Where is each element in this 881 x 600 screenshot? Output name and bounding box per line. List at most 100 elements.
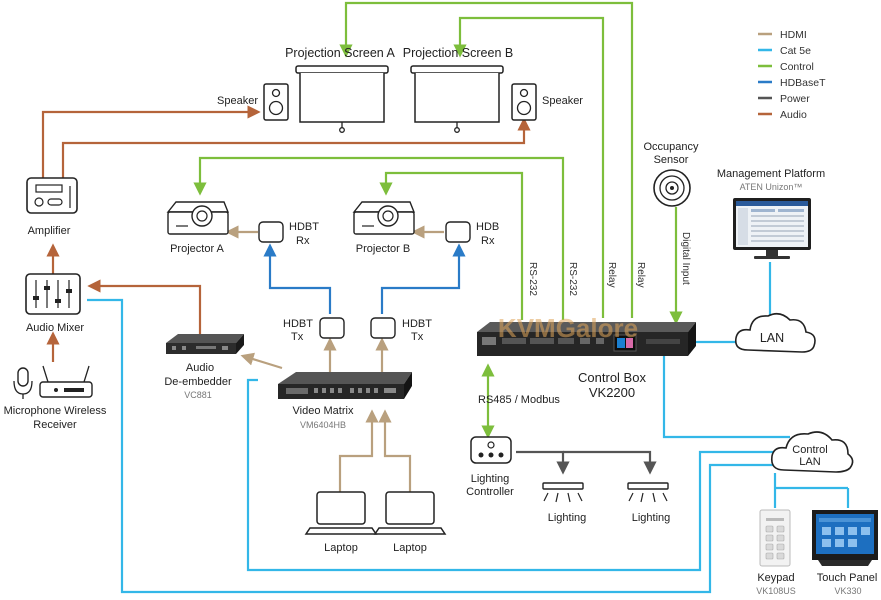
keypad-device	[759, 509, 791, 567]
digital-input-label: Digital Input	[680, 232, 691, 285]
relay-to-screen-b	[453, 16, 605, 318]
hdbt-rx-a-label-1: HDBT	[289, 221, 319, 233]
audio-amp-to-speaker-right	[61, 117, 531, 178]
video-matrix-device	[278, 372, 412, 399]
hdbt-tx-b-label-1: HDBT	[402, 318, 432, 330]
touch-panel-device	[812, 510, 878, 566]
legend-label-control: Control	[780, 61, 814, 73]
legend-label-hdbaset: HDBaseT	[780, 77, 826, 89]
cat5e-lines	[87, 262, 850, 594]
occupancy-label-1: Occupancy	[643, 141, 699, 153]
legend-label-power: Power	[780, 93, 810, 105]
hdbt-rx-a-label-2: Rx	[296, 235, 310, 247]
projector-a-icon	[166, 201, 230, 235]
hdbt-tx-a-label-2: Tx	[291, 331, 304, 343]
control-box-label-2: VK2200	[589, 385, 635, 400]
deembedder-model: VC881	[184, 390, 212, 400]
cat5e-control-lan-to-panels	[773, 473, 850, 508]
hdbt-tx-b-box	[370, 317, 396, 339]
control-box-label-1: Control Box	[578, 370, 646, 385]
rs485-label: RS485 / Modbus	[478, 394, 560, 406]
rs232-to-projector-b	[379, 171, 524, 320]
video-matrix-model: VM6404HB	[300, 420, 346, 430]
projection-screen-a	[295, 65, 389, 133]
hdmi-laptop-1-to-matrix	[338, 409, 379, 492]
control-lan-label-2: LAN	[799, 456, 820, 468]
deembedder-label-2: De-embedder	[164, 376, 232, 388]
projection-screen-a-label: Projection Screen A	[285, 46, 395, 60]
hdbaset-lines	[263, 243, 466, 314]
speaker-left-icon	[263, 83, 289, 121]
lighting-controller-label-2: Controller	[466, 486, 514, 498]
monitor-icon	[733, 198, 811, 259]
audio-deembedder-to-mixer	[87, 279, 202, 336]
relay-to-screen-a	[339, 1, 634, 318]
hdb-rx-b-label-2: Rx	[481, 235, 495, 247]
amplifier-label: Amplifier	[28, 225, 71, 237]
laptop-2-icon	[373, 491, 447, 535]
occupancy-label-2: Sensor	[654, 154, 689, 166]
touch-panel-model: VK330	[834, 586, 861, 596]
hdbt-tx-b-to-rx-b	[380, 243, 466, 314]
speaker-right-label: Speaker	[542, 95, 583, 107]
audio-lines	[41, 105, 531, 362]
projection-screen-b	[410, 65, 504, 133]
hdb-rx-b-box	[445, 221, 471, 243]
legend: HDMI Cat 5e Control HDBaseT Power Audio	[758, 29, 826, 121]
management-platform-label: Management Platform	[717, 168, 825, 180]
legend-label-cat5e: Cat 5e	[780, 45, 811, 57]
legend-label-hdmi: HDMI	[780, 29, 807, 41]
audio-deembedder-device	[166, 334, 244, 354]
watermark: KVMGalore	[498, 313, 638, 343]
wireless-receiver-icon	[39, 365, 93, 398]
management-platform-sub: ATEN Unizon™	[740, 182, 803, 192]
mic-receiver-label-1: Microphone Wireless	[4, 405, 107, 417]
rs232-to-projector-a	[193, 156, 565, 320]
cat5e-matrix-to-control-lan	[246, 378, 778, 572]
video-matrix-label: Video Matrix	[293, 405, 354, 417]
microphone-icon	[13, 367, 33, 399]
hdbt-tx-a-to-rx-a	[263, 243, 332, 314]
hdb-rx-b-label-1: HDB	[476, 221, 499, 233]
power-to-lighting-1	[516, 450, 570, 475]
control-lines	[193, 1, 683, 439]
lighting-1-icon	[542, 482, 584, 503]
hdbt-tx-a-label-1: HDBT	[283, 318, 313, 330]
audio-mixer-label: Audio Mixer	[26, 322, 84, 334]
keypad-label: Keypad	[757, 572, 794, 584]
speaker-right-icon	[511, 83, 537, 121]
lighting-2-label: Lighting	[632, 512, 671, 524]
occupancy-sensor-icon	[653, 169, 691, 207]
mic-receiver-label-2: Receiver	[33, 419, 77, 431]
legend-label-audio: Audio	[780, 109, 807, 121]
lan-cloud-icon	[734, 312, 816, 353]
laptop-2-label: Laptop	[393, 542, 427, 554]
power-to-lighting-2	[563, 450, 657, 475]
hdbt-rx-a-box	[258, 221, 284, 243]
cat5e-controlbox-to-control-lan	[662, 345, 790, 439]
control-lan-cloud-icon	[770, 431, 854, 473]
amplifier-icon	[26, 177, 78, 214]
control-lan-label-1: Control	[792, 444, 827, 456]
power-lines	[516, 450, 657, 475]
cat5e-mixer-to-control-lan	[87, 298, 778, 594]
hdmi-laptop-2-to-matrix	[378, 409, 412, 492]
speaker-left-label: Speaker	[217, 95, 258, 107]
lighting-2-icon	[627, 482, 669, 503]
rs232-label-2: RS-232	[567, 262, 578, 296]
relay-label-1: Relay	[606, 262, 617, 288]
projection-screen-b-label: Projection Screen B	[403, 46, 513, 60]
connections	[41, 1, 850, 594]
control-box-device	[477, 322, 696, 356]
laptop-1-label: Laptop	[324, 542, 358, 554]
hdmi-lines	[225, 225, 444, 492]
relay-label-2: Relay	[635, 262, 646, 288]
hdmi-matrix-to-deembedder	[240, 352, 283, 370]
projector-a-label: Projector A	[170, 243, 224, 255]
hdbt-tx-a-box	[319, 317, 345, 339]
lan-label: LAN	[760, 331, 784, 345]
audio-amp-to-speaker-left	[41, 105, 261, 178]
audio-mixer-icon	[25, 273, 81, 315]
lighting-controller-icon	[470, 436, 512, 464]
